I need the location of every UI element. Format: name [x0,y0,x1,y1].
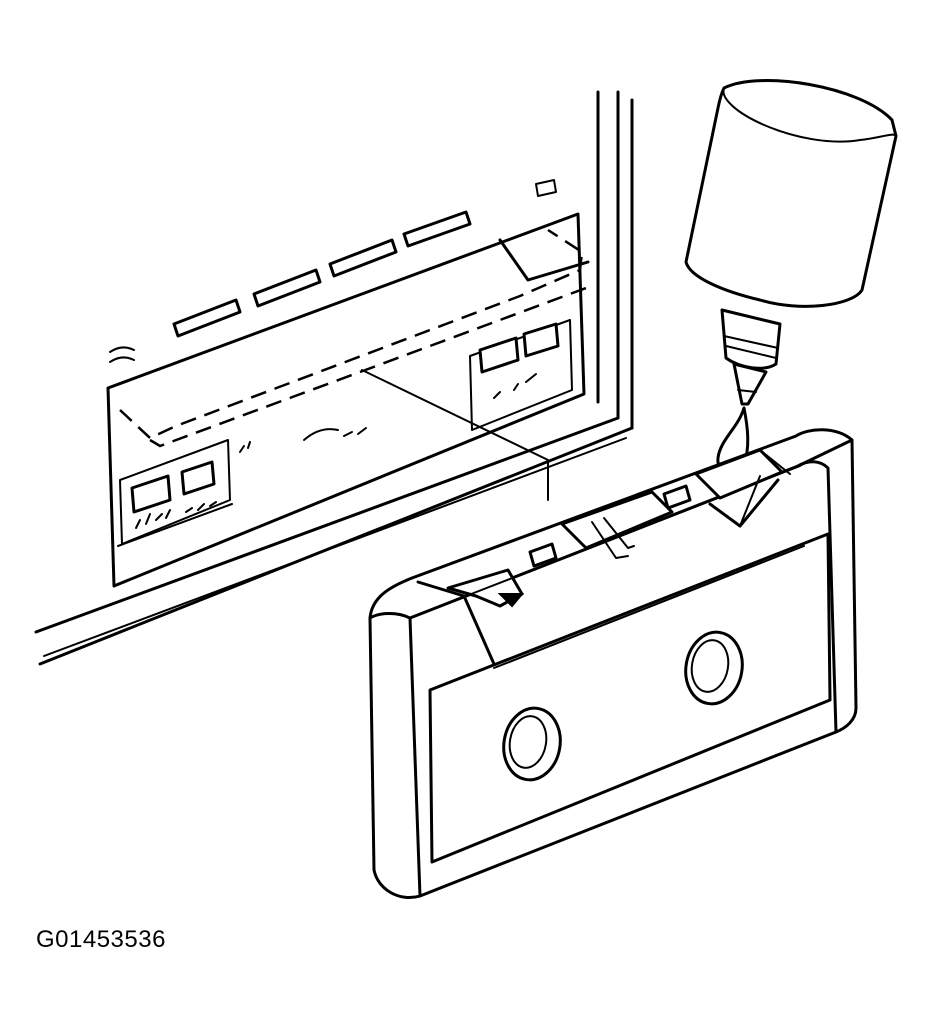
cassette-window [662,484,692,510]
figure-id-label: G01453536 [36,926,166,953]
deck-button [478,336,520,374]
tape-deck-faceplate [106,212,590,588]
deck-button [130,474,172,514]
preset-button [328,238,398,278]
radio-panel [34,90,634,666]
preset-button [402,210,472,248]
right-hub-hole [684,630,744,706]
deck-button [522,322,560,358]
preset-button [172,298,242,338]
cleaning-fluid-bottle [684,79,898,475]
left-hub-hole [502,706,562,782]
preset-buttons [172,210,472,338]
cassette-tape [368,428,858,899]
deck-button [180,460,216,496]
cassette-window [528,542,558,568]
preset-button [252,268,322,308]
